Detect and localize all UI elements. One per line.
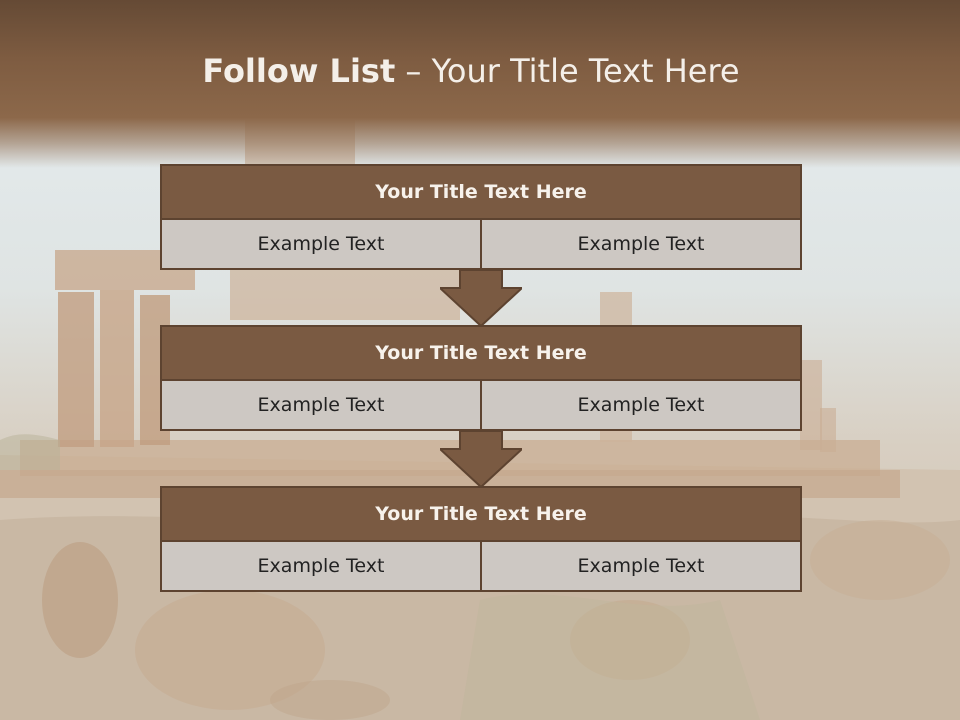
header-band [0,0,960,168]
down-arrow-icon [440,431,522,487]
block-title: Your Title Text Here [160,164,802,220]
slide-title: Follow List – Your Title Text Here [0,52,942,90]
block-cell-left: Example Text [160,381,482,431]
block-cell-right: Example Text [480,542,802,592]
block-title: Your Title Text Here [160,486,802,542]
title-bold: Follow List [202,52,396,90]
block-cell-left: Example Text [160,542,482,592]
block-cell-left: Example Text [160,220,482,270]
block-cell-right: Example Text [480,381,802,431]
list-block-3: Your Title Text Here Example Text Exampl… [160,486,802,592]
block-cell-right: Example Text [480,220,802,270]
list-block-2: Your Title Text Here Example Text Exampl… [160,325,802,431]
list-block-1: Your Title Text Here Example Text Exampl… [160,164,802,270]
block-title: Your Title Text Here [160,325,802,381]
title-rest: – Your Title Text Here [395,52,740,90]
down-arrow-icon [440,270,522,326]
block-cells: Example Text Example Text [160,220,802,270]
block-cells: Example Text Example Text [160,381,802,431]
block-cells: Example Text Example Text [160,542,802,592]
